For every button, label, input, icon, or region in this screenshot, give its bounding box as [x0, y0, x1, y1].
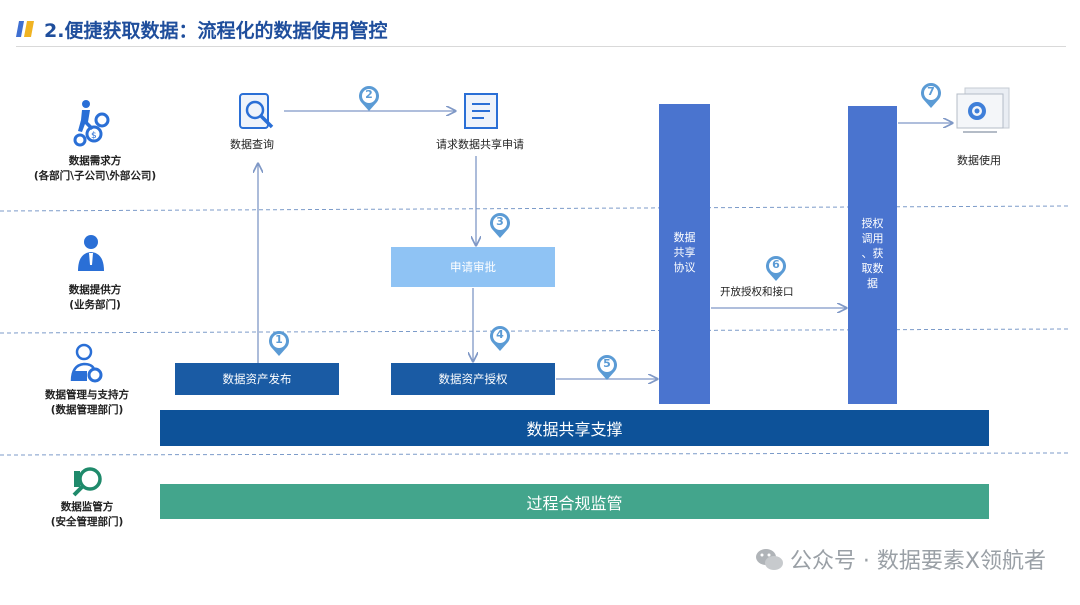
- step-number: 6: [772, 258, 780, 271]
- role-label: 数据需求方 (各部门\子公司\外部公司): [5, 154, 185, 184]
- step-marker: 5: [596, 355, 618, 385]
- watermark-text: 公众号 · 数据要素X领航者: [789, 549, 1046, 574]
- magnifier-icon: [72, 467, 102, 497]
- step-number: 3: [496, 215, 504, 228]
- approval-label: 申请审批: [450, 260, 496, 274]
- step-number: 4: [496, 328, 504, 341]
- request-form-icon: [464, 93, 498, 129]
- share-protocol-bar: 数据 共享 协议: [659, 104, 710, 404]
- role-name: 数据提供方: [68, 284, 122, 296]
- page-title: 2.便捷获取数据：流程化的数据使用管控: [44, 20, 388, 42]
- step-marker: 4: [489, 326, 511, 356]
- step-number: 1: [275, 333, 283, 346]
- role-sub: (各部门\子公司\外部公司): [33, 170, 157, 182]
- step-number: 2: [365, 88, 373, 101]
- role-sub: (业务部门): [69, 299, 121, 311]
- pin-shape: [490, 326, 510, 351]
- pin-shape: [359, 86, 379, 111]
- person-icon: [78, 235, 104, 271]
- data-query-label: 数据查询: [230, 138, 274, 151]
- compliance-band: 过程合规监管: [160, 484, 989, 519]
- asset-publish-label: 数据资产发布: [222, 372, 292, 386]
- people-gears-icon: $: [73, 100, 110, 147]
- authorize-invoke-bar: 授权 调用 、获 取数 据: [848, 106, 897, 404]
- step-marker: 2: [358, 86, 380, 116]
- role-name: 数据监管方: [60, 501, 114, 513]
- role-sub: (安全管理部门): [50, 516, 124, 528]
- pin-shape: [921, 83, 941, 108]
- user-gear-icon: [70, 343, 103, 383]
- authorize-invoke-line: 调用: [861, 232, 884, 245]
- asset-authorize-box: 数据资产授权: [391, 363, 555, 395]
- step-marker: 1: [268, 331, 290, 361]
- pin-shape: [490, 213, 510, 238]
- role-sub: (数据管理部门): [50, 404, 124, 416]
- open-auth-label: 开放授权和接口: [720, 286, 794, 298]
- share-support-label: 数据共享支撑: [526, 420, 623, 439]
- pin-shape: [597, 355, 617, 380]
- share-protocol-line: 共享: [673, 246, 696, 259]
- share-protocol-line: 数据: [673, 231, 696, 244]
- step-number: 7: [927, 85, 935, 98]
- role-name: 数据需求方: [68, 155, 122, 167]
- step-marker: 7: [920, 83, 942, 113]
- pin-shape: [269, 331, 289, 356]
- authorize-invoke-line: 、获: [861, 247, 884, 260]
- data-use-label: 数据使用: [957, 154, 1001, 167]
- compliance-label: 过程合规监管: [526, 493, 623, 513]
- share-request-label: 请求数据共享申请: [436, 138, 524, 151]
- share-support-band: 数据共享支撑: [160, 410, 989, 446]
- share-protocol-line: 协议: [673, 261, 696, 274]
- approval-box: 申请审批: [391, 247, 555, 287]
- asset-publish-box: 数据资产发布: [175, 363, 339, 395]
- step-number: 5: [603, 357, 611, 370]
- role-name: 数据管理与支持方: [45, 389, 129, 401]
- title-divider: [16, 46, 1066, 47]
- asset-authorize-label: 数据资产授权: [438, 372, 508, 386]
- pin-shape: [766, 256, 786, 281]
- svg-text:$: $: [91, 131, 97, 141]
- authorize-invoke-line: 授权: [861, 217, 884, 230]
- authorize-invoke-line: 据: [867, 277, 878, 290]
- role-label: 数据监管方 (安全管理部门): [0, 500, 177, 530]
- data-query-icon: [239, 93, 274, 129]
- watermark: 公众号 · 数据要素X领航者: [754, 543, 1046, 575]
- wechat-icon: [755, 549, 783, 570]
- step-marker: 6: [765, 256, 787, 286]
- step-marker: 3: [489, 213, 511, 243]
- authorize-invoke-line: 取数: [861, 262, 884, 275]
- data-use-icon: [956, 87, 1010, 133]
- title-bar-icon: [16, 21, 34, 37]
- role-label: 数据提供方 (业务部门): [5, 283, 185, 313]
- role-label: 数据管理与支持方 (数据管理部门): [0, 388, 177, 418]
